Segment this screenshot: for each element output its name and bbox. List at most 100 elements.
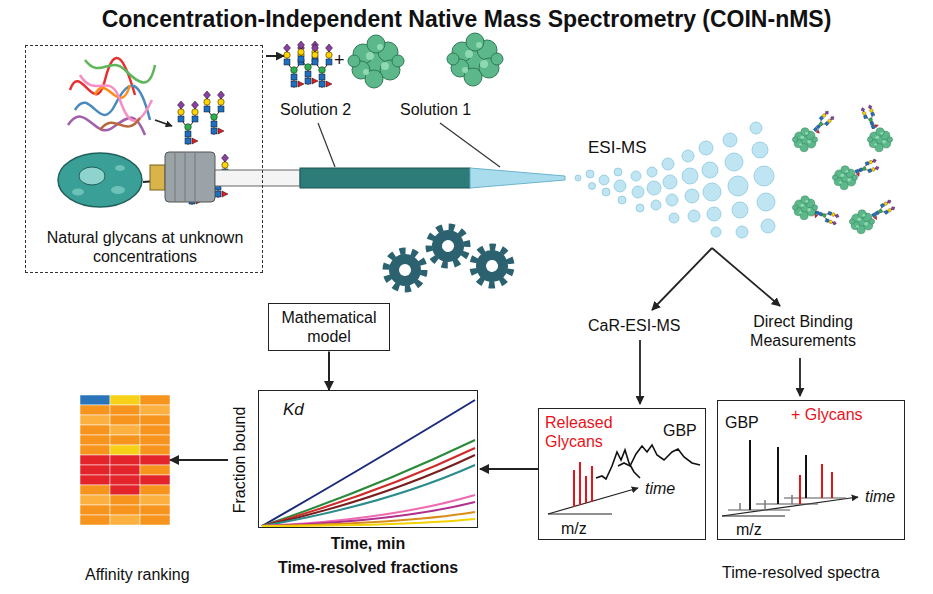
branch-arrow — [712, 248, 780, 306]
affinity-heatmap — [80, 465, 110, 475]
affinity-heatmap — [80, 415, 110, 425]
affinity-heatmap — [110, 465, 140, 475]
spray-droplets — [723, 133, 737, 147]
flow-arrow — [328, 351, 330, 390]
gas-phase-complex — [869, 199, 896, 221]
spray-droplets — [614, 168, 622, 176]
spray-droplets — [599, 175, 609, 185]
affinity-heatmap — [140, 455, 170, 465]
branch-arrow — [639, 340, 641, 404]
affinity-heatmap — [140, 395, 170, 405]
esi-emitter — [215, 170, 300, 186]
cell-icon — [58, 153, 142, 207]
peak-label: + Glycans — [791, 405, 863, 424]
gas-phase-complex — [832, 158, 879, 189]
affinity-heatmap — [140, 485, 170, 495]
direct-spectra — [728, 510, 790, 511]
gas-phase-complex — [867, 128, 892, 152]
gas-phase-complex — [832, 166, 857, 190]
car-spectra — [574, 462, 592, 507]
spray-droplets — [669, 213, 679, 223]
axis-label: time — [865, 487, 895, 506]
diagram-title: Concentration-Independent Native Mass Sp… — [0, 6, 933, 34]
spray-droplets — [586, 170, 594, 178]
car-spectra — [579, 462, 581, 505]
gas-phase-complex — [792, 104, 895, 233]
gas-phase-complex — [849, 210, 874, 234]
affinity-heatmap — [110, 475, 140, 485]
flow-arrow — [480, 468, 538, 470]
solution-two-content — [348, 35, 404, 88]
affinity-heatmap — [140, 465, 170, 475]
spray-droplets — [682, 150, 694, 162]
direct-spectra — [777, 447, 779, 504]
affinity-heatmap — [110, 485, 140, 495]
affinity-heatmap — [80, 425, 110, 435]
car-spectra — [573, 470, 575, 507]
direct-spectra — [821, 464, 823, 498]
protein-ribbon — [100, 118, 140, 130]
branch-arrow — [799, 358, 801, 396]
heatmap-caption: Affinity ranking — [85, 565, 190, 584]
esi-emitter — [150, 165, 165, 190]
affinity-heatmap — [140, 405, 170, 415]
affinity-heatmap — [140, 415, 170, 425]
spray-droplets — [699, 141, 713, 155]
spray-droplets — [761, 219, 775, 233]
axis-label: m/z — [736, 520, 762, 539]
gear-icons — [386, 222, 514, 289]
gas-phase-complex — [813, 207, 840, 226]
esi-emitter — [470, 168, 565, 188]
binding-curve — [262, 400, 475, 526]
process-label: Mathematical model — [273, 308, 385, 346]
cell-icon — [115, 165, 125, 171]
binding-curve — [262, 440, 475, 526]
direct-spectra — [739, 503, 741, 510]
spray-droplets — [663, 175, 677, 189]
esi-emitter — [150, 152, 565, 202]
direct-spectra — [764, 500, 766, 510]
protein-ribbon — [80, 75, 152, 121]
leader-line — [318, 123, 500, 167]
affinity-heatmap — [110, 495, 140, 505]
spray-droplets — [575, 175, 581, 181]
affinity-heatmap — [80, 485, 110, 495]
esi-emitter — [300, 168, 470, 188]
spray-droplets — [651, 200, 661, 210]
spray-droplets — [685, 189, 699, 203]
binding-curve — [262, 512, 475, 526]
cell-icon — [58, 153, 142, 207]
spray-droplets — [618, 196, 626, 204]
spectrum-panel: GBP+ Glycansm/ztime — [717, 400, 905, 540]
panel-caption: Time-resolved spectra — [722, 563, 880, 582]
spray-droplets — [682, 168, 698, 184]
solution-two-content — [312, 44, 333, 88]
affinity-heatmap — [110, 415, 140, 425]
affinity-heatmap — [80, 405, 110, 415]
axis-label: time — [645, 479, 675, 498]
sample-source-box: Natural glycans at unknown concentration… — [25, 45, 263, 273]
panel-caption: Time-resolved fractions — [208, 558, 528, 577]
affinity-heatmap — [140, 445, 170, 455]
affinity-heatmap — [140, 495, 170, 505]
cell-icon — [79, 167, 105, 185]
direct-spectra — [799, 475, 801, 504]
gas-phase-complex — [810, 110, 835, 135]
binding-curve — [262, 502, 475, 526]
gas-phase-complex — [792, 196, 817, 220]
affinity-heatmap — [110, 425, 140, 435]
release-arrow — [155, 120, 172, 126]
affinity-heatmap — [80, 515, 110, 525]
source-caption: Natural glycans at unknown concentration… — [34, 228, 256, 266]
solution-two-content — [284, 35, 405, 88]
cell-icon — [72, 189, 84, 196]
solution-one-content — [447, 33, 503, 86]
peak-label: GBP — [663, 421, 697, 440]
affinity-heatmap — [140, 435, 170, 445]
affinity-heatmap — [80, 395, 170, 525]
direct-spectra — [784, 498, 846, 499]
spray-droplets — [647, 167, 657, 177]
